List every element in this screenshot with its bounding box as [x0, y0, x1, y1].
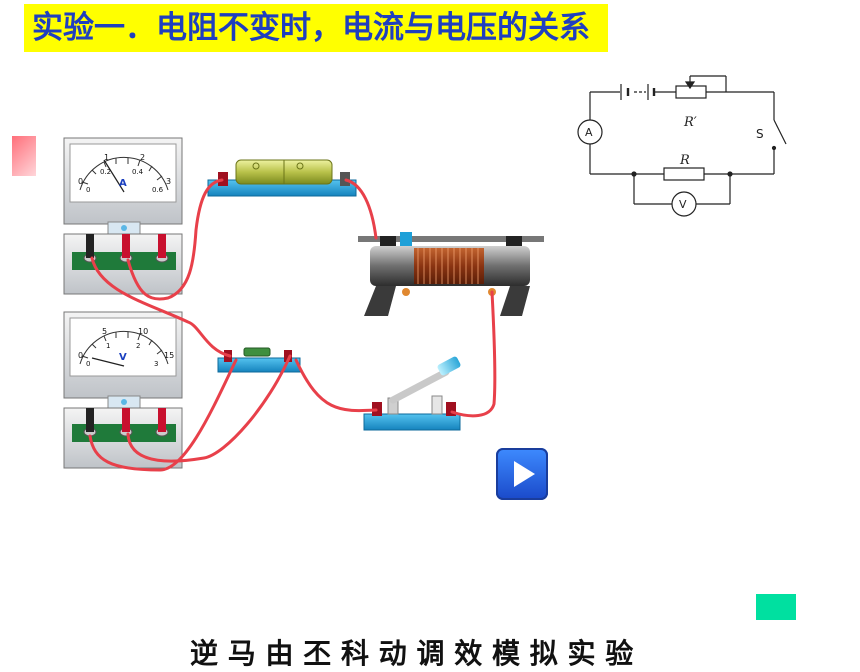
- circuit-wires: [88, 178, 497, 472]
- ammeter-scale-top-2: 2: [140, 153, 145, 162]
- voltmeter-scale-bottom-1: 1: [106, 342, 110, 350]
- rheostat: [358, 232, 544, 316]
- next-button[interactable]: [756, 594, 796, 620]
- knife-switch: [363, 356, 461, 431]
- ammeter: 0 1 2 3 0 0.2 0.4 0.6 A: [63, 137, 183, 295]
- voltmeter-scale-bottom-3: 3: [154, 360, 158, 368]
- ammeter-scale-bottom-0: 0: [86, 186, 90, 194]
- schematic-switch-label: S: [756, 127, 764, 141]
- decorative-marker: [12, 136, 36, 176]
- voltmeter-scale-bottom-2: 2: [136, 342, 140, 350]
- voltmeter-scale-top-3: 15: [164, 351, 174, 360]
- schematic-resistor-label: R: [679, 153, 690, 168]
- voltmeter-scale-top-2: 10: [138, 327, 148, 336]
- voltmeter-scale-top-1: 5: [102, 327, 107, 336]
- ammeter-scale-top-3: 3: [166, 177, 171, 186]
- schematic-voltmeter-label: V: [679, 198, 687, 211]
- bottom-caption: 逆 马 由 丕 科 动 调 效 模 拟 实 验: [190, 637, 634, 670]
- ammeter-scale-bottom-1: 0.2: [100, 168, 111, 176]
- resistor-board: [217, 347, 301, 373]
- schematic-ammeter-label: A: [585, 126, 593, 139]
- experiment-illustration: 0 1 2 3 0 0.2 0.4 0.6 A 0 5 10 15: [63, 75, 787, 472]
- schematic-rheostat-label: R′: [683, 115, 697, 130]
- battery-holder: [207, 159, 357, 197]
- circuit-schematic: [577, 75, 787, 217]
- ammeter-scale-bottom-3: 0.6: [152, 186, 164, 194]
- ammeter-letter: A: [119, 178, 127, 189]
- ammeter-scale-top-1: 1: [104, 153, 109, 162]
- play-icon: [514, 461, 535, 487]
- voltmeter-scale-bottom-0: 0: [86, 360, 90, 368]
- voltmeter: 0 5 10 15 0 1 2 3 V: [63, 311, 183, 469]
- voltmeter-letter: V: [119, 352, 127, 363]
- voltmeter-scale-top-0: 0: [78, 351, 83, 360]
- play-button[interactable]: [496, 448, 548, 500]
- ammeter-scale-top-0: 0: [78, 177, 83, 186]
- ammeter-scale-bottom-2: 0.4: [132, 168, 144, 176]
- slide-title: 实验一．电阻不变时，电流与电压的关系: [24, 4, 608, 52]
